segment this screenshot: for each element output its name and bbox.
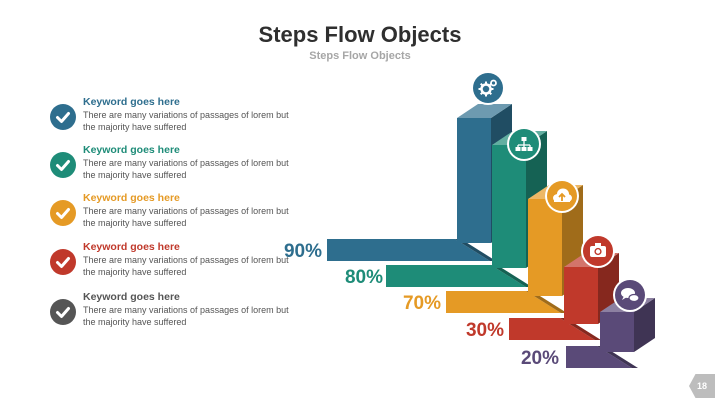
step-icons [471, 71, 647, 312]
page-title: Steps Flow Objects [258, 22, 462, 47]
item-keyword: Keyword goes here [83, 144, 180, 156]
step-columns [457, 104, 655, 352]
chat-bubbles-icon [613, 278, 647, 312]
page-subtitle: Steps Flow Objects [309, 50, 411, 62]
item-description: There are many variations of passages of… [83, 206, 289, 228]
column-front [564, 267, 598, 324]
item-keyword: Keyword goes here [83, 291, 180, 303]
item-description: There are many variations of passages of… [83, 158, 289, 180]
percent-label: 70% [403, 293, 441, 314]
percent-label: 30% [466, 320, 504, 341]
camera-icon [581, 234, 615, 268]
column-top [457, 104, 512, 118]
item-keyword: Keyword goes here [83, 241, 180, 253]
column-front [457, 118, 491, 243]
percent-label: 20% [521, 348, 559, 369]
percent-bar [509, 318, 595, 340]
percent-bar-edge [526, 291, 567, 313]
percent-label: 80% [345, 267, 383, 288]
item-keyword: Keyword goes here [83, 96, 180, 108]
step-column [600, 298, 655, 352]
item-keyword: Keyword goes here [83, 192, 180, 204]
percent-bar-edge [455, 239, 496, 261]
item-description: There are many variations of passages of… [83, 305, 289, 327]
percent-bars: 90% 80% 70% 30% 20% [284, 239, 638, 369]
checkmark-icon [50, 200, 76, 226]
column-front [600, 312, 634, 352]
percent-bar [327, 239, 490, 261]
cloud-upload-icon [545, 179, 579, 213]
org-chart-icon [507, 127, 541, 161]
item-description: There are many variations of passages of… [83, 110, 289, 132]
column-front [492, 145, 526, 268]
percent-bar-edge [491, 265, 532, 287]
percent-label: 90% [284, 241, 322, 262]
checkmark-icon [50, 104, 76, 130]
percent-bar [566, 346, 632, 368]
gears-icon [471, 71, 505, 105]
checkmark-icon [50, 249, 76, 275]
percent-bar [446, 291, 561, 313]
checkmark-icon [50, 152, 76, 178]
column-front [528, 199, 562, 296]
percent-bar [386, 265, 526, 287]
column-side [634, 298, 655, 352]
item-description: There are many variations of passages of… [83, 255, 289, 277]
checkmark-icon [50, 299, 76, 325]
